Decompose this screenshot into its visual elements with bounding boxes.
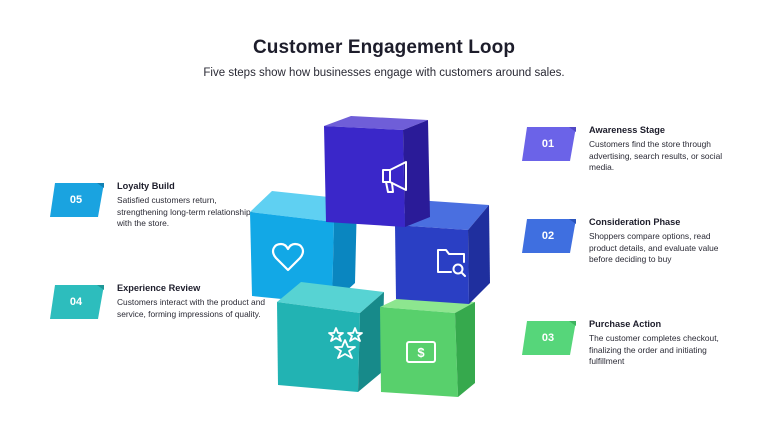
step-title: Experience Review (117, 283, 201, 293)
dollar-bill-icon: $ (406, 341, 436, 363)
svg-text:$: $ (417, 345, 425, 360)
step-number-badge: 02 (522, 217, 578, 255)
step-title: Consideration Phase (589, 217, 681, 227)
megaphone-icon (382, 161, 407, 193)
cube-purchase: $ (380, 297, 475, 397)
page-title: Customer Engagement Loop (252, 37, 516, 58)
folder-search-icon (437, 249, 466, 277)
step-title: Loyalty Build (117, 181, 175, 191)
step-description: Satisfied customers return, strengthenin… (117, 195, 255, 228)
step-description: Shoppers compare options, read product d… (589, 231, 719, 264)
page-subtitle: Five steps show how businesses engage wi… (203, 67, 565, 79)
heart-icon (272, 242, 304, 272)
step-number-badge: 01 (522, 125, 578, 163)
step-number-badge: 04 (50, 283, 106, 321)
cube-experience (277, 282, 384, 392)
step-number-badge: 05 (50, 181, 106, 219)
step-description: The customer completes checkout, finaliz… (589, 333, 719, 366)
step-description: Customers find the store through adverti… (589, 139, 723, 172)
cube-awareness (324, 116, 430, 227)
step-title: Purchase Action (589, 319, 662, 329)
cube-consideration (395, 200, 490, 304)
step-title: Awareness Stage (589, 125, 665, 135)
step-number-badge: 03 (522, 319, 578, 357)
step-description: Customers interact with the product and … (117, 297, 266, 319)
stars-icon (328, 327, 363, 359)
